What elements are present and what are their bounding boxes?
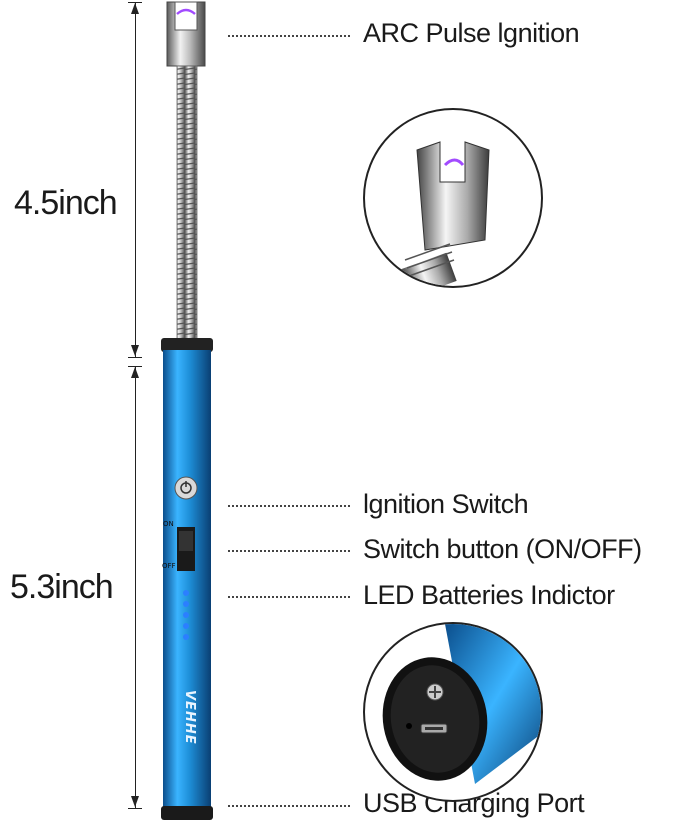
dimension-tick: [128, 808, 142, 809]
switch-off-label: OFF: [162, 562, 176, 570]
dimension-line-top: [135, 2, 136, 357]
switch-on-label: ON: [163, 520, 174, 528]
usb-closeup-image: [382, 624, 541, 784]
dimension-line-bottom: [135, 366, 136, 808]
callout-ignition-switch: lgnition Switch: [363, 489, 529, 519]
callout-switch-button: Switch button (ON/OFF): [363, 534, 642, 564]
leader-line-arc: [228, 35, 350, 37]
dimension-tick: [128, 366, 142, 367]
bottom-length-label: 5.3inch: [10, 568, 114, 606]
leader-line-ignition: [228, 505, 350, 507]
top-length-label: 4.5inch: [14, 184, 118, 222]
head-closeup-image: [401, 141, 490, 286]
dimension-tick: [128, 2, 142, 3]
callout-led: LED Batteries Indictor: [363, 580, 615, 610]
leader-line-switch: [228, 550, 350, 552]
callout-arc: ARC Pulse lgnition: [363, 18, 580, 48]
dimension-tick: [128, 357, 142, 358]
brand-logo: VEHHE: [182, 690, 197, 745]
zoom-usb-circle: [363, 622, 543, 802]
zoom-head-circle: [363, 108, 543, 288]
leader-line-usb: [228, 805, 350, 807]
lighter-illustration: [161, 1, 213, 820]
leader-line-led: [228, 596, 350, 598]
dimension-arrows: [131, 3, 139, 807]
